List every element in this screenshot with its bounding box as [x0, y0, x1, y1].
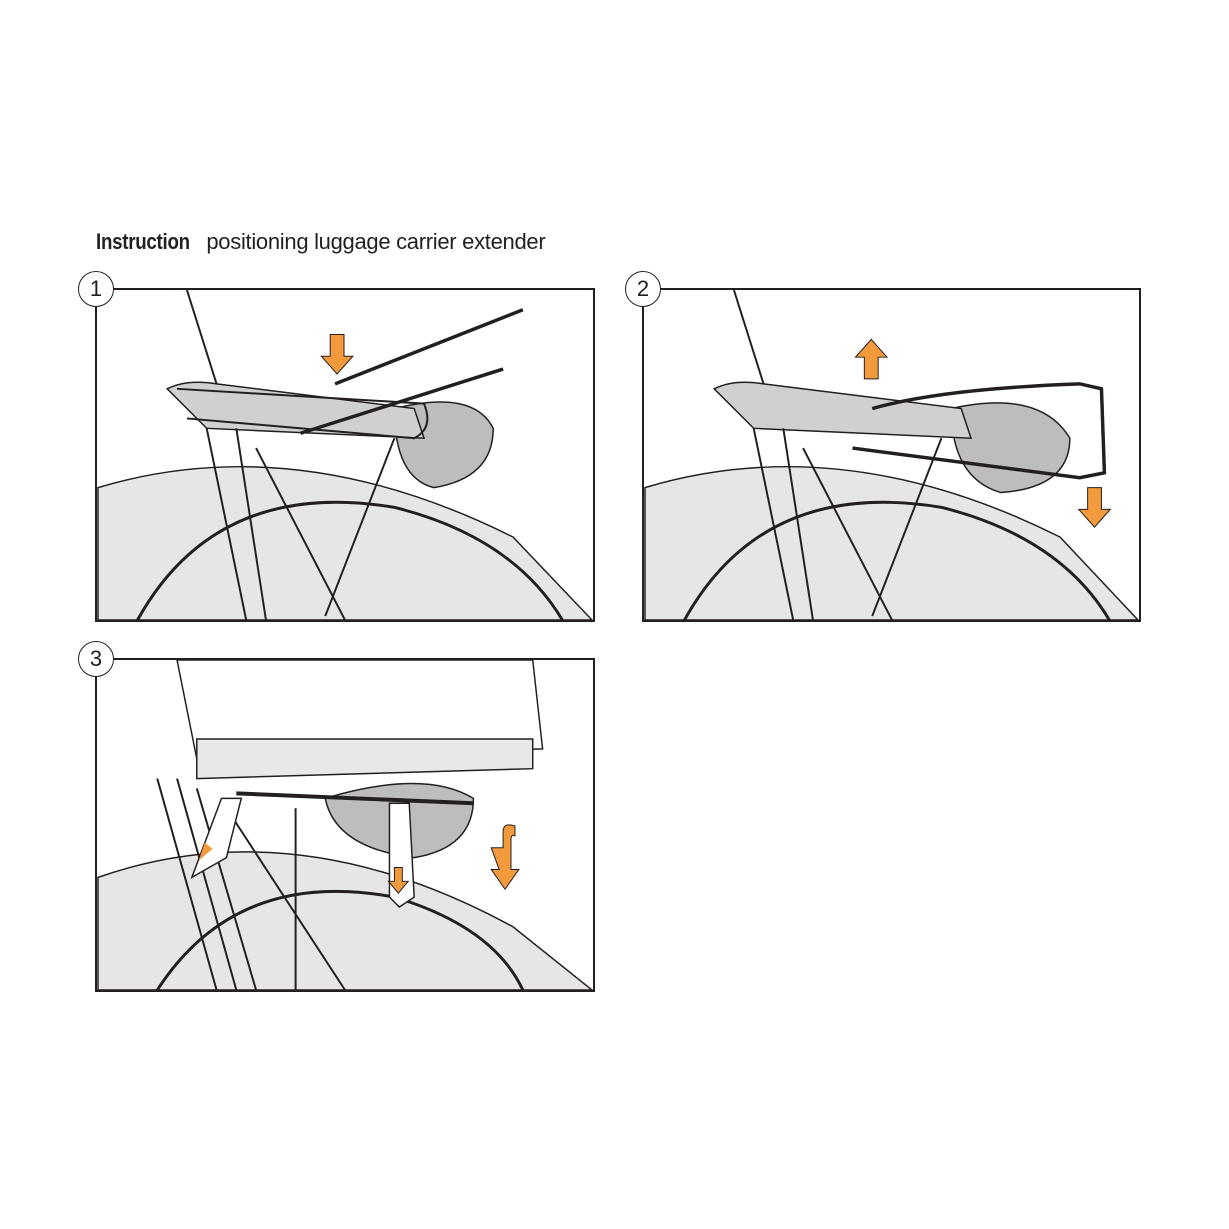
step-number-2: 2	[625, 271, 661, 307]
step-number-1: 1	[78, 271, 114, 307]
title-subtitle: positioning luggage carrier extender	[206, 229, 546, 254]
arrow-up-icon	[854, 338, 889, 380]
title-bold: Instruction	[96, 229, 190, 254]
arrow-down-icon	[1077, 487, 1112, 528]
arrow-down-icon	[198, 842, 213, 861]
step-1-illustration	[95, 288, 595, 622]
fold-down-arrow-icon	[490, 824, 520, 891]
step-number-3: 3	[78, 641, 114, 677]
bag-illustration-3	[97, 660, 593, 990]
step-3-illustration	[95, 658, 595, 992]
instruction-title: Instruction positioning luggage carrier e…	[96, 229, 546, 255]
rack-illustration-2	[644, 290, 1139, 620]
rack-illustration-1	[97, 290, 593, 620]
step-2-illustration	[642, 288, 1141, 622]
arrow-down-icon	[320, 333, 355, 375]
arrow-down-icon	[387, 866, 410, 894]
